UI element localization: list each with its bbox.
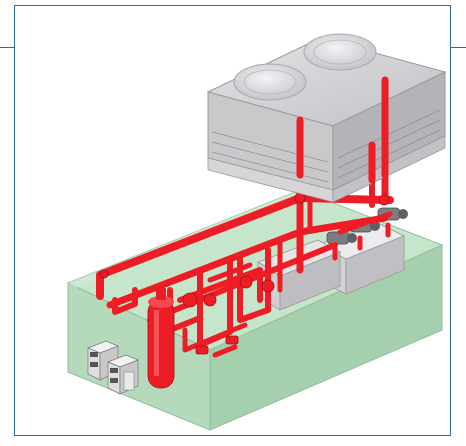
tower-connections	[296, 76, 389, 184]
valve-6	[378, 194, 390, 206]
valve-9	[99, 269, 109, 279]
valve-1	[182, 292, 198, 308]
fan-2-icon	[303, 33, 377, 71]
cooling-tower-louvers	[211, 109, 441, 183]
valve-2	[203, 293, 217, 307]
valve-7	[195, 345, 209, 355]
valve-3	[239, 275, 253, 289]
valves	[99, 192, 390, 355]
fan-1-icon	[233, 63, 307, 101]
valve-4	[261, 279, 275, 293]
expansion-tank	[147, 288, 175, 389]
pump-1	[326, 231, 357, 245]
valve-8	[225, 335, 239, 345]
control-cabinet-2	[107, 354, 139, 395]
frame-rule-right	[451, 47, 466, 48]
control-cabinets	[87, 340, 139, 395]
frame-rule-left	[0, 47, 14, 48]
cooling-tower	[206, 33, 447, 203]
